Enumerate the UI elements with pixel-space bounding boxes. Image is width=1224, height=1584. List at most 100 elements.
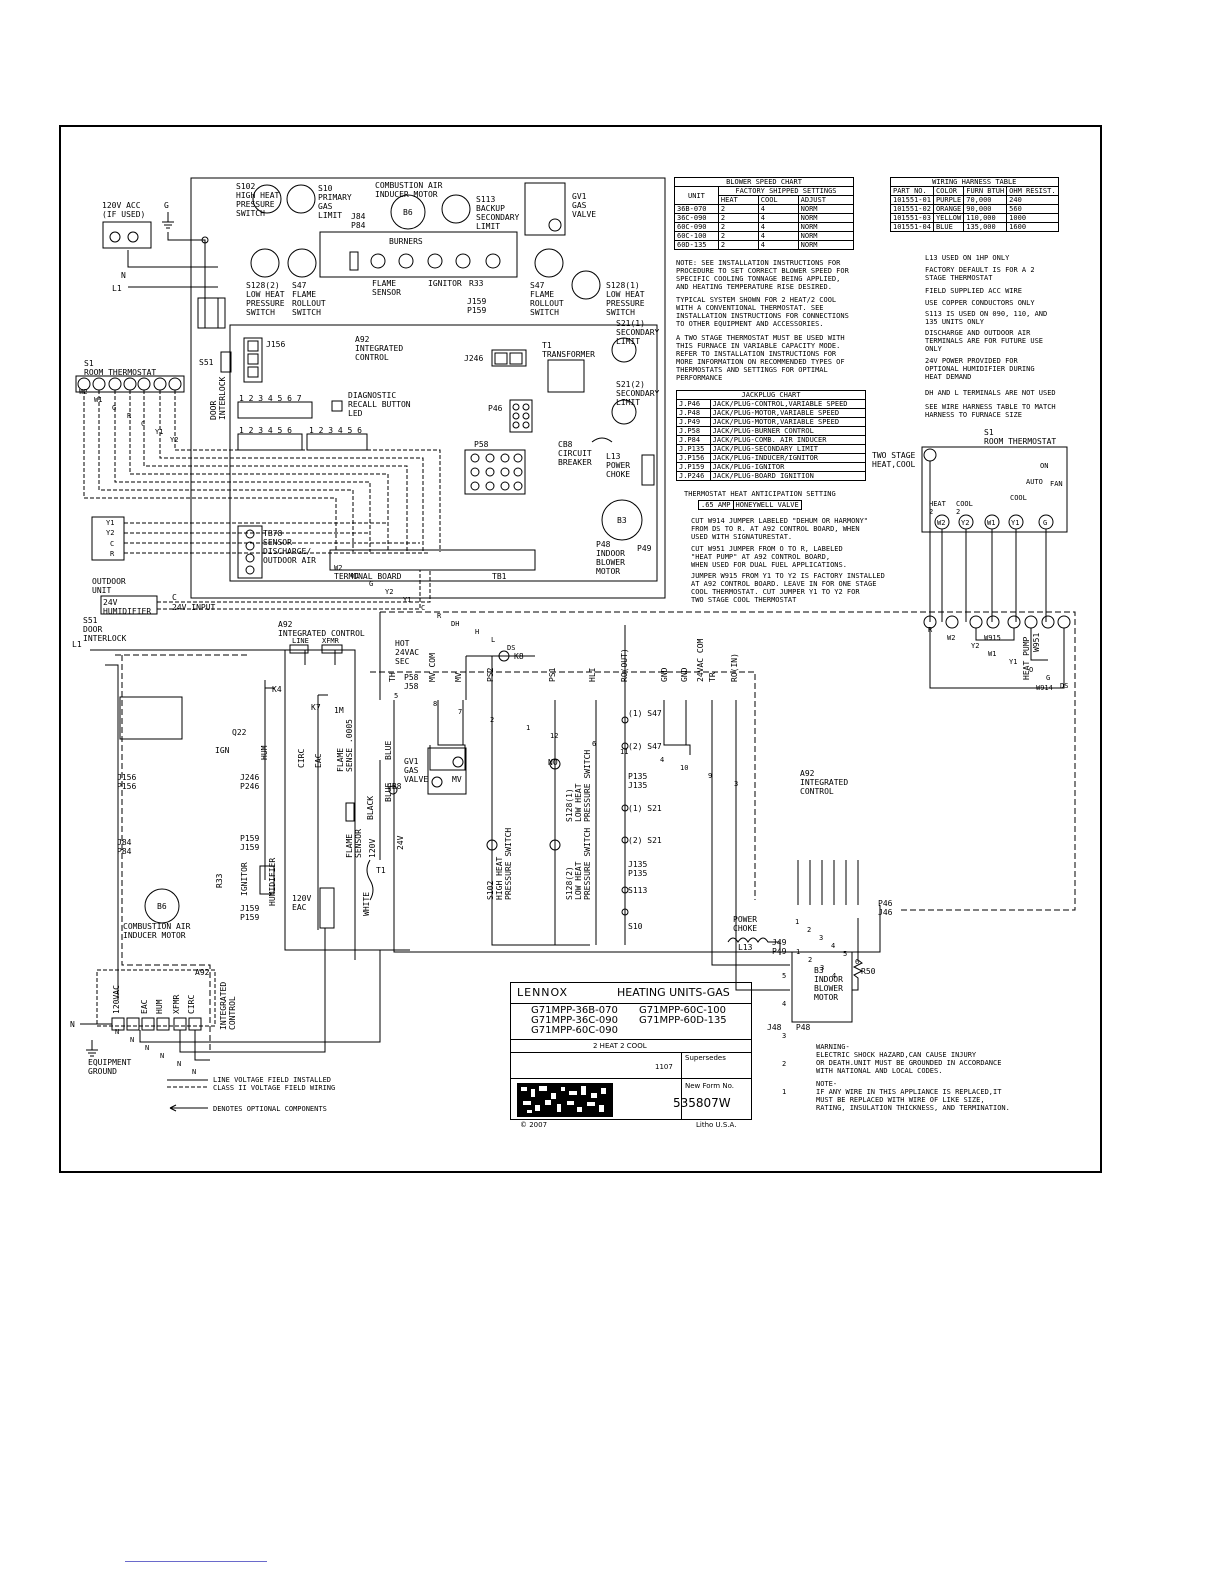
tb-term-c[interactable]: C [421,604,426,612]
cell: NORM [797,222,855,232]
n-terminal[interactable]: N [130,1036,135,1044]
n-terminal[interactable]: N [177,1060,182,1068]
rt-o[interactable]: O [1029,666,1034,674]
c-label: C [172,593,177,602]
outdoor-term-y2[interactable]: Y2 [106,529,115,537]
tb-term-h[interactable]: H [475,628,480,636]
note-jumper-1: CUT W914 JUMPER LABELED "DEHUM OR HARMON… [691,517,869,541]
tb-term-ds[interactable]: DS [507,644,516,652]
n-terminal[interactable]: N [115,1028,120,1036]
footer-link-line [125,1561,267,1562]
tb-term-dh[interactable]: DH [451,620,460,628]
tb-term-y2[interactable]: Y2 [385,588,394,596]
s1-term-w1[interactable]: W1 [987,519,996,527]
rt-w2[interactable]: W2 [947,634,956,642]
dip-numbers-1: 1 2 3 4 5 6 7 [239,394,302,403]
tb-term-y1[interactable]: Y1 [403,596,412,604]
cell: JACK/PLUG-MOTOR,VARIABLE SPEED [709,417,867,427]
tstat-term-r[interactable]: R [127,412,132,420]
r50-label: R50 [861,967,876,976]
pin-4: 4 [660,756,665,764]
harness-col-color: COLOR [932,186,965,196]
p58-low-label: P58 J58 [404,673,419,691]
rt-y2[interactable]: Y2 [971,642,980,650]
tstat-term-c[interactable]: C [141,420,146,428]
pin-hli: HLI [588,667,597,682]
circ-b-label: CIRC [187,994,196,1014]
b6-label: B6 [403,208,413,217]
p58-label: P58 [474,440,489,449]
tstat-term-w2[interactable]: W2 [79,388,88,396]
outdoor-term-r[interactable]: R [110,550,115,558]
tstat-term-w1[interactable]: W1 [94,396,103,404]
harness-col-btuh: FURN BTUH [963,186,1008,196]
tb-term-g[interactable]: G [369,580,374,588]
outdoor-unit-label: OUTDOOR UNIT [92,577,126,595]
cell: 60D-135 [674,240,719,250]
p49-label: P49 [637,544,652,553]
j49-p49-label: J49 P49 [772,938,787,956]
p48-pin: 2 [782,1060,787,1068]
heat-switch-label: HEAT 2 [929,500,946,516]
rt-ds[interactable]: DS [1060,682,1069,690]
s10-label: S10 PRIMARY GAS LIMIT [318,184,352,220]
note-two-stage: A TWO STAGE THERMOSTAT MUST BE USED WITH… [676,334,845,382]
cell: 2 [717,222,759,232]
tb-term-r[interactable]: R [437,612,442,620]
cool-switch-label: COOL 2 [956,500,973,516]
s1-term-w2[interactable]: W2 [937,519,946,527]
s1-term-g[interactable]: G [1043,519,1048,527]
harness-col-ohm: OHM RESIST. [1006,186,1059,196]
rt-y1[interactable]: Y1 [1009,658,1018,666]
a92-bottom-label: A92 [195,968,210,977]
tstat-term-y2[interactable]: Y2 [170,436,179,444]
rt-g[interactable]: G [1046,674,1051,682]
right-note-6: DISCHARGE AND OUTDOOR AIR TERMINALS ARE … [925,329,1044,353]
s1-term-y2[interactable]: Y2 [961,519,970,527]
s47-1-low: (1) S47 [628,709,662,718]
pin-ro-in: RO(IN) [730,653,739,682]
v120ac-label: 120VAC [112,985,121,1014]
n-terminal[interactable]: N [192,1068,197,1076]
s1-term-y1[interactable]: Y1 [1011,519,1020,527]
outdoor-term-c[interactable]: C [110,540,115,548]
cell: .65 AMP [698,500,734,510]
tb-term-w1[interactable]: W1 [351,572,360,580]
mv-label: MV [452,775,462,784]
equipment-ground-label: EQUIPMENT GROUND [88,1058,132,1076]
pin-mv-com: MV COM [428,653,437,682]
cell: 2 [717,240,759,250]
outdoor-term-y1[interactable]: Y1 [106,519,115,527]
xfmr-b-label: XFMR [172,994,181,1014]
combustion-low-label: COMBUSTION AIR INDUCER MOTOR [123,922,191,940]
on-label: ON [1040,462,1049,470]
diagram-frame [59,125,1102,1173]
t1-low-label: T1 [376,866,386,875]
right-note-3: FIELD SUPPLIED ACC WIRE [925,287,1022,295]
p48-pin: 5 [782,972,787,980]
n-terminal[interactable]: N [145,1044,150,1052]
note-jumper-2: CUT W951 JUMPER FROM O TO R, LABELED "HE… [691,545,847,569]
s21-2-label: S21(2) SECONDARY LIMIT [616,380,660,407]
tb-term-w2[interactable]: W2 [334,564,343,572]
rt-w1[interactable]: W1 [988,650,997,658]
ign-label: IGN [215,746,230,755]
door-interlock-label: DOOR INTERLOCK [209,376,227,420]
cell: 4 [757,240,799,250]
p135-low: P135 J135 [628,772,648,790]
tb-term-l[interactable]: L [491,636,496,644]
cell: 36B-070 [674,204,719,214]
blower-chart-title: BLOWER SPEED CHART [674,177,854,187]
dip-numbers-3: 1 2 3 4 5 6 [309,426,362,435]
tstat-term-y1[interactable]: Y1 [155,428,164,436]
n-terminal[interactable]: N [160,1052,165,1060]
tstat-term-g[interactable]: G [112,404,117,412]
rt-r[interactable]: R [928,626,933,634]
blower-col-adjust: ADJUST [797,195,855,205]
cell: NORM [797,231,855,241]
hot-label: HOT 24VAC SEC [395,639,420,666]
cell: 60C-090 [674,222,719,232]
